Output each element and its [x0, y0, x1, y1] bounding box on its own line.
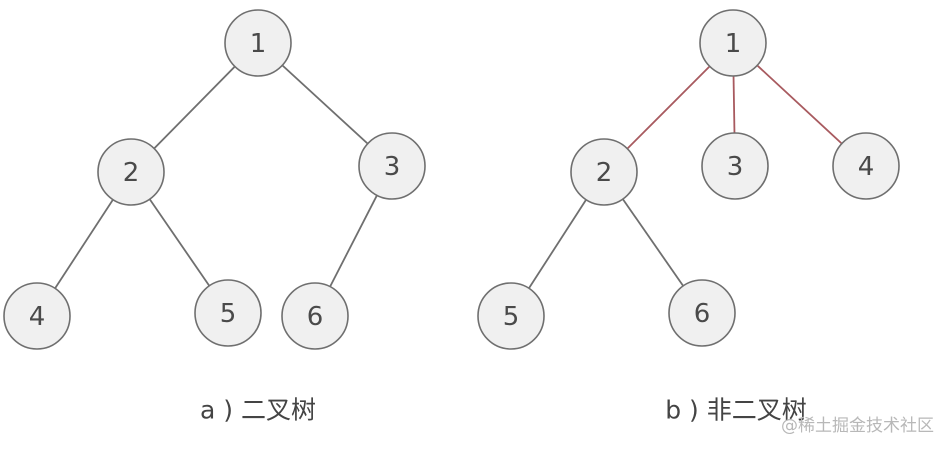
node-label-b2: 2	[596, 158, 613, 188]
node-label-b6: 6	[694, 299, 711, 329]
tree-node-a5: 5	[194, 279, 262, 347]
tree-node-a3: 3	[358, 132, 426, 200]
node-circle-a5	[194, 279, 262, 347]
node-circle-b2	[570, 138, 638, 206]
node-circle-a6	[281, 282, 349, 350]
node-label-a2: 2	[123, 158, 140, 188]
tree-node-b6: 6	[668, 279, 736, 347]
node-circle-a1	[224, 9, 292, 77]
node-circle-a2	[97, 138, 165, 206]
tree-node-b5: 5	[477, 282, 545, 350]
caption-binary-tree: a ) 二叉树	[200, 396, 316, 425]
node-circle-a3	[358, 132, 426, 200]
node-label-b4: 4	[858, 152, 875, 182]
tree-node-a2: 2	[97, 138, 165, 206]
node-label-b1: 1	[725, 29, 742, 59]
tree-node-b3: 3	[701, 132, 769, 200]
node-circle-b1	[699, 9, 767, 77]
node-label-a3: 3	[384, 152, 401, 182]
tree-node-a1: 1	[224, 9, 292, 77]
nodes-layer: 1 2 3 4 5 6 1 2 3 4 5 6	[3, 9, 900, 350]
tree-node-a4: 4	[3, 282, 71, 350]
caption-non-binary-tree: b ) 非二叉树	[665, 396, 807, 425]
node-circle-b3	[701, 132, 769, 200]
node-circle-a4	[3, 282, 71, 350]
node-circle-b4	[832, 132, 900, 200]
tree-node-b4: 4	[832, 132, 900, 200]
node-label-a4: 4	[29, 302, 46, 332]
watermark-text: @稀土掘金技术社区	[781, 416, 934, 436]
node-label-a6: 6	[307, 302, 324, 332]
tree-node-b2: 2	[570, 138, 638, 206]
node-label-b5: 5	[503, 302, 520, 332]
node-label-a1: 1	[250, 29, 267, 59]
node-circle-b6	[668, 279, 736, 347]
node-label-b3: 3	[727, 152, 744, 182]
tree-node-a6: 6	[281, 282, 349, 350]
node-label-a5: 5	[220, 299, 237, 329]
tree-node-b1: 1	[699, 9, 767, 77]
node-circle-b5	[477, 282, 545, 350]
